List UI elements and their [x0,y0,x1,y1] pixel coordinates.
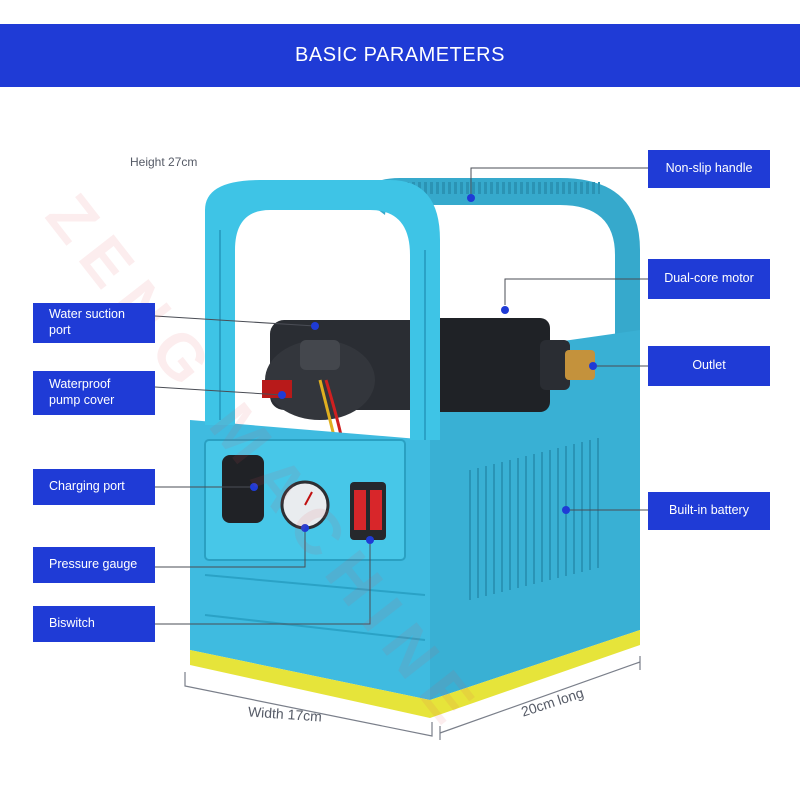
body-front [190,180,440,700]
switch-right [370,490,382,530]
callout-non-slip-handle: Non-slip handle [648,150,770,188]
callout-waterproof-pump-cover: Waterproof pump cover [33,371,155,415]
leader-lines [154,167,648,625]
page-title: BASIC PARAMETERS [295,44,505,66]
callout-built-in-battery: Built-in battery [648,492,770,530]
vent-grille [469,438,599,600]
callout-charging-port: Charging port [33,469,155,505]
callout-outlet: Outlet [648,346,770,386]
callout-pressure-gauge: Pressure gauge [33,547,155,583]
callout-water-suction-port: Water suction port [33,303,155,343]
switch-left [354,490,366,530]
callout-dual-core-motor: Dual-core motor [648,259,770,299]
charging-port-shape [222,455,264,523]
leader-dots [250,194,597,544]
page-header: BASIC PARAMETERS [0,24,800,87]
dimension-lines [184,656,641,740]
callout-biswitch: Biswitch [33,606,155,642]
height-label: Height 27cm [130,155,198,169]
base-plate [190,630,640,718]
outlet-fitting [565,350,595,380]
